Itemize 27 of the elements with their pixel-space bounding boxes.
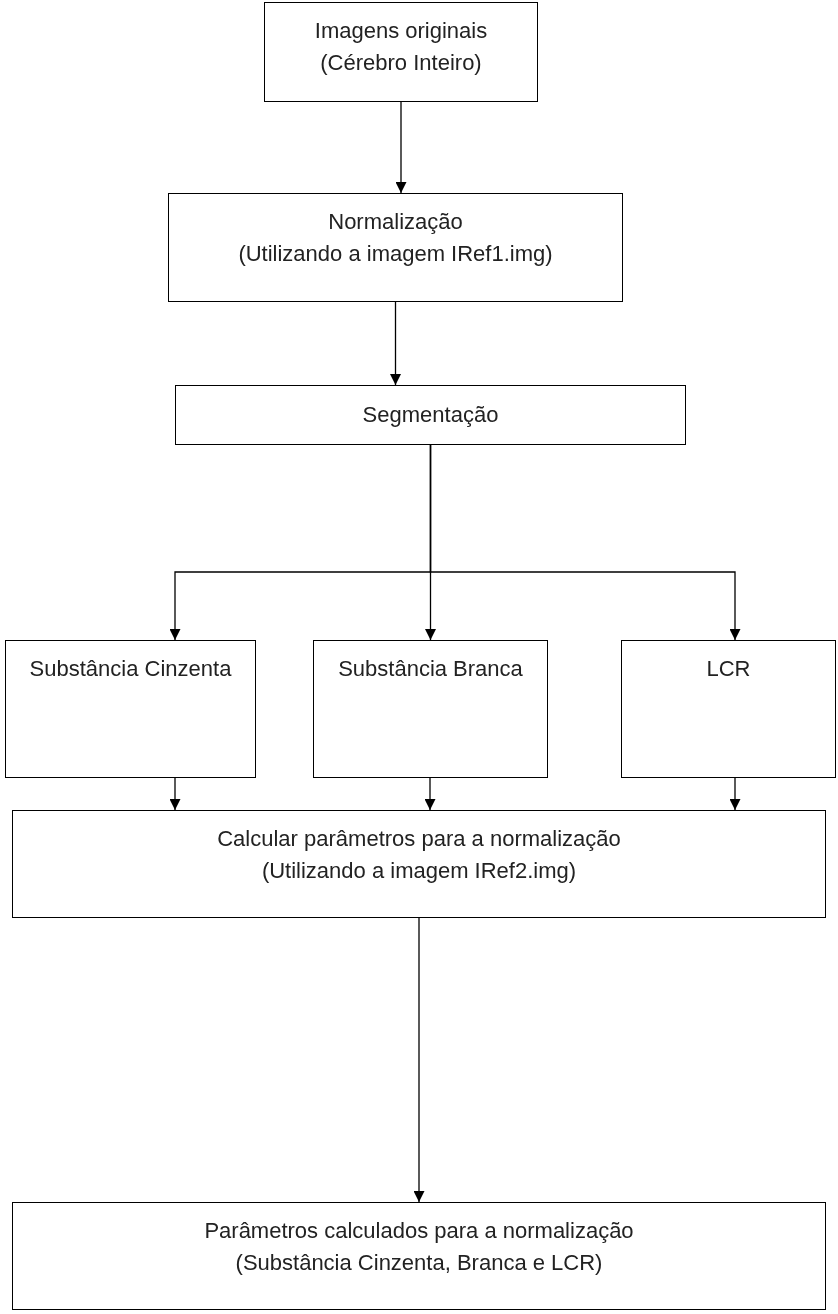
arrow xyxy=(390,301,401,386)
process-box xyxy=(12,810,826,918)
process-box xyxy=(313,640,548,778)
box-title: Normalização xyxy=(328,208,463,236)
process-box xyxy=(12,1202,826,1310)
box-title: Segmentação xyxy=(362,401,499,429)
arrow xyxy=(395,101,407,194)
box-subtitle: (Utilizando a imagem IRef1.img) xyxy=(238,240,553,268)
arrow xyxy=(729,777,741,811)
box-title: LCR xyxy=(706,655,751,683)
process-box xyxy=(621,640,836,778)
process-box xyxy=(264,2,538,102)
arrow xyxy=(169,777,181,811)
arrow xyxy=(429,444,741,641)
process-box xyxy=(175,385,686,445)
process-box xyxy=(168,193,623,302)
process-box xyxy=(5,640,256,778)
box-title: Calcular parâmetros para a normalização xyxy=(217,825,621,853)
box-title: Substância Cinzenta xyxy=(29,655,232,683)
box-subtitle: (Utilizando a imagem IRef2.img) xyxy=(261,857,577,885)
box-subtitle: (Substância Cinzenta, Branca e LCR) xyxy=(235,1249,603,1277)
box-title: Parâmetros calculados para a normalização xyxy=(204,1217,634,1245)
arrow xyxy=(413,917,425,1203)
box-title: Substância Branca xyxy=(338,655,523,683)
box-title: Imagens originais xyxy=(314,17,488,45)
arrow xyxy=(424,777,436,811)
box-subtitle: (Cérebro Inteiro) xyxy=(320,49,482,77)
